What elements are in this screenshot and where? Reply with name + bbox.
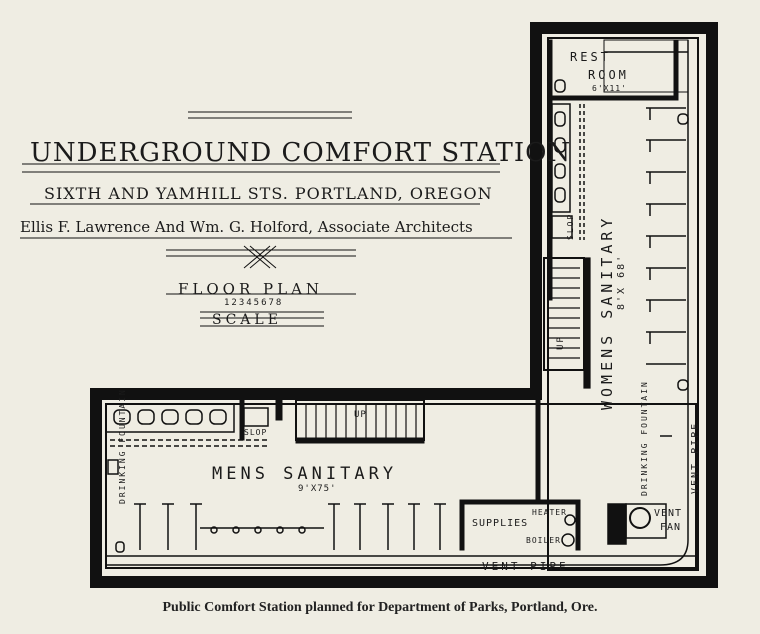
boiler-label: BOILER: [526, 536, 561, 545]
womens-stalls: [603, 39, 689, 391]
mens-slop-label: SLOP: [244, 428, 268, 437]
utility-rooms: [561, 435, 672, 547]
title-rules: [20, 111, 512, 327]
inner-walls: [105, 37, 699, 571]
womens-sanitary-dims: 8'X 68': [616, 253, 627, 310]
mens-toilets: [105, 403, 270, 447]
architects-credit: Ellis F. Lawrence And Wm. G. Holford, As…: [20, 218, 473, 236]
mens-drinking-fountain-label: DRINKING FOUNTAIN: [118, 388, 127, 504]
rest-room-dims: 6'X11': [592, 84, 627, 93]
mens-stairs: [295, 399, 425, 441]
station-title: UNDERGROUND COMFORT STATION: [30, 138, 572, 168]
mens-sanitary-label: MENS SANITARY: [212, 464, 398, 484]
womens-up-label: UP: [556, 335, 566, 350]
womens-slop-label: SLOP: [566, 212, 575, 240]
womens-toilets: [551, 79, 585, 240]
figure-caption: Public Comfort Station planned for Depar…: [162, 600, 598, 615]
station-location: SIXTH AND YAMHILL STS. PORTLAND, OREGON: [44, 184, 493, 203]
womens-sanitary-label: WOMENS SANITARY: [598, 214, 616, 410]
floor-plan-label: FLOOR PLAN: [178, 280, 324, 298]
mens-stalls: [107, 459, 446, 553]
supplies-label: SUPPLIES: [472, 518, 529, 529]
rest-room-label: REST: [570, 50, 611, 64]
rest-room-label-2: ROOM: [588, 68, 629, 82]
vent-pipe-horizontal-label: VENT PIPE: [482, 560, 569, 573]
outer-walls: [90, 22, 718, 588]
scale-numbers: 12345678: [224, 298, 284, 308]
vent-fan-label-2: FAN: [660, 522, 682, 533]
heater-label: HEATER: [532, 508, 567, 517]
womens-drinking-fountain-label: DRINKING FOUNTAIN: [640, 380, 649, 496]
mens-up-label: UP: [354, 410, 367, 420]
scale-label: SCALE: [212, 312, 282, 328]
mens-sanitary-dims: 9'X75': [298, 484, 337, 494]
rest-room-walls: [547, 39, 679, 301]
vent-pipe-vertical-label: VENT PIPE: [690, 421, 701, 494]
womens-stairs: [543, 257, 591, 389]
vent-fan-label: VENT: [654, 508, 683, 519]
